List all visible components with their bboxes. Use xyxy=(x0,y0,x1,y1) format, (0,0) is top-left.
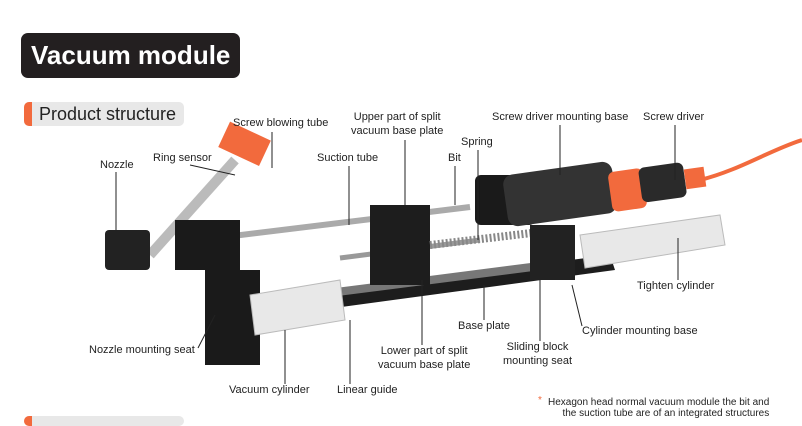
label-sliding-block: Sliding block mounting seat xyxy=(503,340,572,368)
page-title: Vacuum module xyxy=(21,33,241,78)
label-spring: Spring xyxy=(461,136,493,148)
label-cylinder-mounting-base: Cylinder mounting base xyxy=(582,325,698,337)
label-upper-base-plate: Upper part of split vacuum base plate xyxy=(351,110,443,138)
label-ring-sensor: Ring sensor xyxy=(153,152,212,164)
label-lower-base-plate: Lower part of split vacuum base plate xyxy=(378,344,470,372)
label-nozzle: Nozzle xyxy=(100,159,134,171)
label-line: Sliding block xyxy=(506,341,569,353)
label-base-plate: Base plate xyxy=(458,320,510,332)
section-header: Product structure xyxy=(24,102,184,126)
label-screw-driver-mounting-base: Screw driver mounting base xyxy=(492,111,629,123)
accent-bar xyxy=(24,416,32,426)
label-line: vacuum base plate xyxy=(378,359,471,371)
footnote-line: Hexagon head normal vacuum module the bi… xyxy=(548,397,770,408)
section-title: Product structure xyxy=(39,104,177,124)
label-line: vacuum base plate xyxy=(351,125,444,137)
label-screw-driver: Screw driver xyxy=(643,111,705,123)
label-vacuum-cylinder: Vacuum cylinder xyxy=(229,384,310,396)
label-line: Upper part of split xyxy=(353,111,441,123)
label-line: Lower part of split xyxy=(380,345,468,357)
label-line: mounting seat xyxy=(503,355,573,367)
label-bit: Bit xyxy=(448,152,461,164)
next-section-header xyxy=(24,416,184,426)
label-nozzle-mounting-seat: Nozzle mounting seat xyxy=(89,344,195,356)
label-suction-tube: Suction tube xyxy=(317,152,379,164)
label-screw-blowing-tube: Screw blowing tube xyxy=(233,117,329,129)
label-tighten-cylinder: Tighten cylinder xyxy=(637,280,715,292)
footnote-marker: * xyxy=(538,395,542,406)
label-linear-guide: Linear guide xyxy=(337,384,398,396)
footnote: * Hexagon head normal vacuum module the … xyxy=(538,395,770,419)
accent-bar xyxy=(24,102,32,126)
footnote-line: the suction tube are of an integrated st… xyxy=(562,408,770,419)
